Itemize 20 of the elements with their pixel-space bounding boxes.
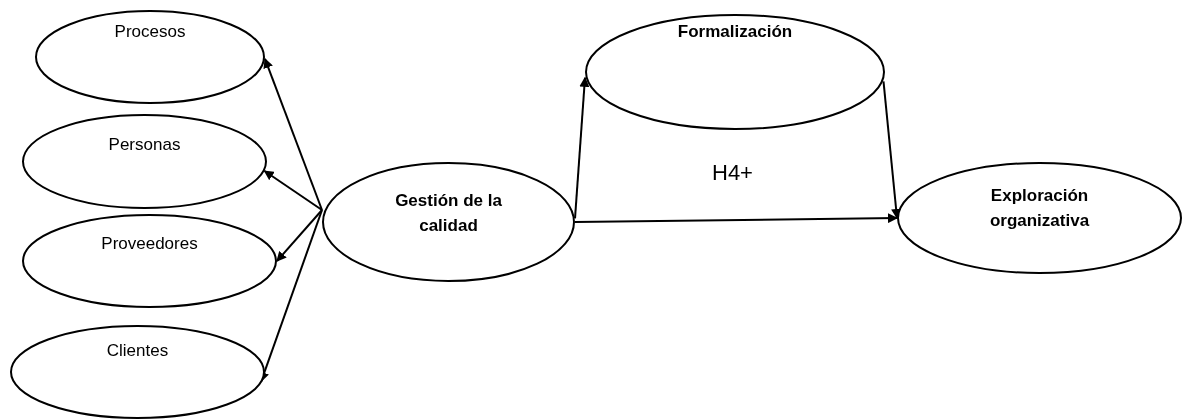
- arrow: [276, 209, 323, 262]
- node-label: Proveedores: [101, 233, 198, 255]
- ellipse-node: [22, 114, 267, 209]
- node-label: Clientes: [106, 340, 169, 362]
- arrow: [574, 76, 590, 220]
- ellipse-node: [897, 162, 1182, 274]
- node-label: Exploración organizativa: [988, 185, 1091, 232]
- node-label: Personas: [108, 134, 181, 156]
- ellipse-node: [585, 14, 885, 130]
- arrow: [263, 170, 323, 211]
- hypothesis-label: H4+: [712, 160, 753, 186]
- ellipse-node: [22, 214, 277, 308]
- node-label: Gestión de la calidad: [394, 190, 503, 237]
- arrow: [574, 213, 898, 224]
- node-label: Formalización: [677, 21, 793, 43]
- ellipse-node: [322, 162, 575, 282]
- ellipse-node: [10, 325, 265, 419]
- node-label: Procesos: [114, 21, 186, 43]
- ellipse-node: [35, 10, 265, 104]
- arrow: [263, 57, 323, 211]
